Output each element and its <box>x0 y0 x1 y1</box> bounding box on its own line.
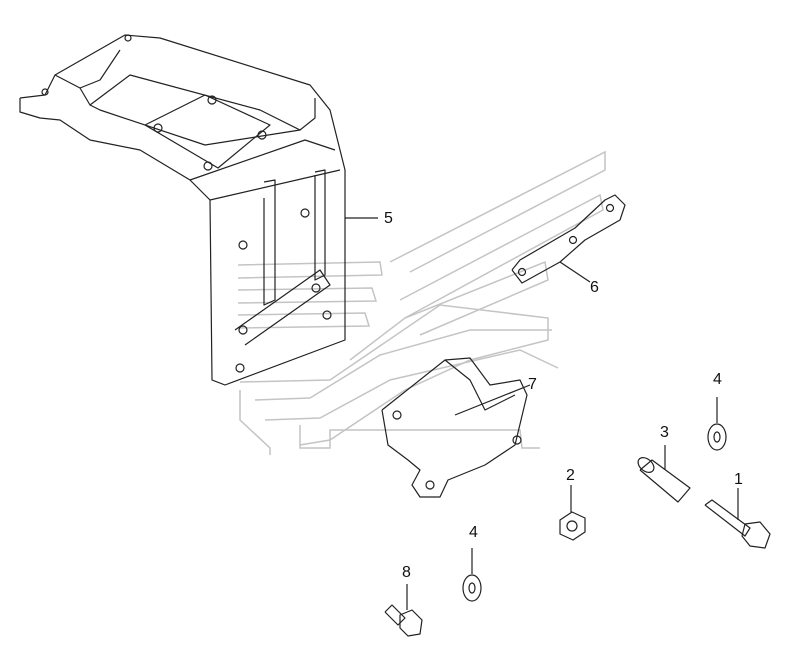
callout-6: 6 <box>590 279 599 296</box>
part-7-bracket <box>381 357 531 498</box>
callout-5: 5 <box>384 210 393 227</box>
callout-4-lower: 4 <box>469 524 478 541</box>
callout-3: 3 <box>660 424 669 441</box>
callout-8: 8 <box>402 564 411 581</box>
part-6-plate <box>511 194 626 284</box>
callout-4-upper: 4 <box>713 371 722 388</box>
part-1-bolt <box>704 488 771 549</box>
part-8-bolt <box>384 584 423 637</box>
part-3-spacer <box>637 445 691 503</box>
part-2-nut <box>559 485 586 541</box>
watermark-logo <box>237 150 606 455</box>
part-4-washer-lower <box>462 548 482 602</box>
callout-2: 2 <box>566 467 575 484</box>
callout-1: 1 <box>734 471 743 488</box>
part-4-washer-upper <box>707 397 727 451</box>
callout-7: 7 <box>528 376 537 393</box>
part-5-bracket <box>19 34 378 386</box>
